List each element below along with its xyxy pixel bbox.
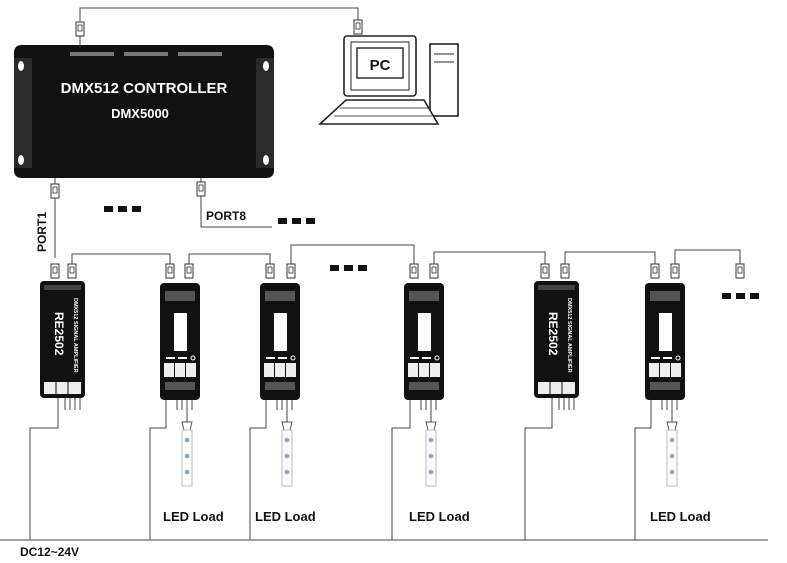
signal-amplifier: RE2502 DMX512 SIGNAL AMPLIFIER bbox=[534, 281, 579, 398]
amplifier-side-text: DMX512 SIGNAL AMPLIFIER bbox=[72, 298, 78, 373]
amplifier-model: RE2502 bbox=[52, 312, 66, 356]
port1-cable: PORT1 bbox=[35, 178, 60, 258]
led-strip-wires bbox=[186, 410, 673, 422]
dmx-decoder bbox=[403, 282, 445, 401]
dmx-bus bbox=[71, 244, 741, 266]
dmx-decoder bbox=[259, 282, 301, 401]
amplifier-model: RE2502 bbox=[546, 312, 560, 356]
mounting-hole-icon bbox=[18, 61, 24, 71]
rj45-connector-icon bbox=[50, 183, 60, 199]
led-load-label: LED Load bbox=[255, 509, 316, 524]
dmx-decoder bbox=[159, 282, 201, 401]
rj45-connector-icon bbox=[196, 181, 206, 197]
output-terminals bbox=[64, 398, 678, 410]
ellipsis-icon bbox=[330, 265, 367, 271]
power-label: DC12~24V bbox=[20, 545, 79, 559]
mounting-hole-icon bbox=[263, 61, 269, 71]
rj45-connector-icon bbox=[75, 21, 85, 37]
led-strip-icon bbox=[425, 421, 437, 487]
ellipsis-icon bbox=[278, 218, 315, 224]
led-load-label: LED Load bbox=[163, 509, 224, 524]
mounting-hole-icon bbox=[18, 155, 24, 165]
signal-amplifier: RE2502 DMX512 SIGNAL AMPLIFIER bbox=[40, 281, 85, 398]
port8-cable: PORT8 bbox=[196, 178, 272, 228]
led-strip-icon bbox=[181, 421, 193, 487]
mounting-hole-icon bbox=[263, 155, 269, 165]
power-wiring bbox=[0, 398, 768, 541]
dmx-decoder bbox=[644, 282, 686, 401]
led-load-label: LED Load bbox=[650, 509, 711, 524]
pc-connection-cable bbox=[75, 7, 363, 45]
controller-model: DMX5000 bbox=[111, 106, 169, 121]
input-connectors bbox=[50, 263, 745, 279]
pc-label: PC bbox=[370, 57, 391, 74]
dmx-controller: DMX512 CONTROLLER DMX5000 bbox=[14, 45, 274, 178]
ellipsis-icon bbox=[104, 206, 141, 212]
port1-label: PORT1 bbox=[35, 212, 49, 252]
port8-label: PORT8 bbox=[206, 209, 246, 223]
ellipsis-icon bbox=[722, 293, 759, 299]
pc-computer: PC bbox=[317, 35, 459, 125]
rj45-connector-icon bbox=[353, 19, 363, 35]
controller-title: DMX512 CONTROLLER bbox=[61, 80, 228, 97]
led-load-label: LED Load bbox=[409, 509, 470, 524]
amplifier-side-text: DMX512 SIGNAL AMPLIFIER bbox=[566, 298, 572, 373]
led-strip-icon bbox=[666, 421, 678, 487]
led-strip-icon bbox=[281, 421, 293, 487]
